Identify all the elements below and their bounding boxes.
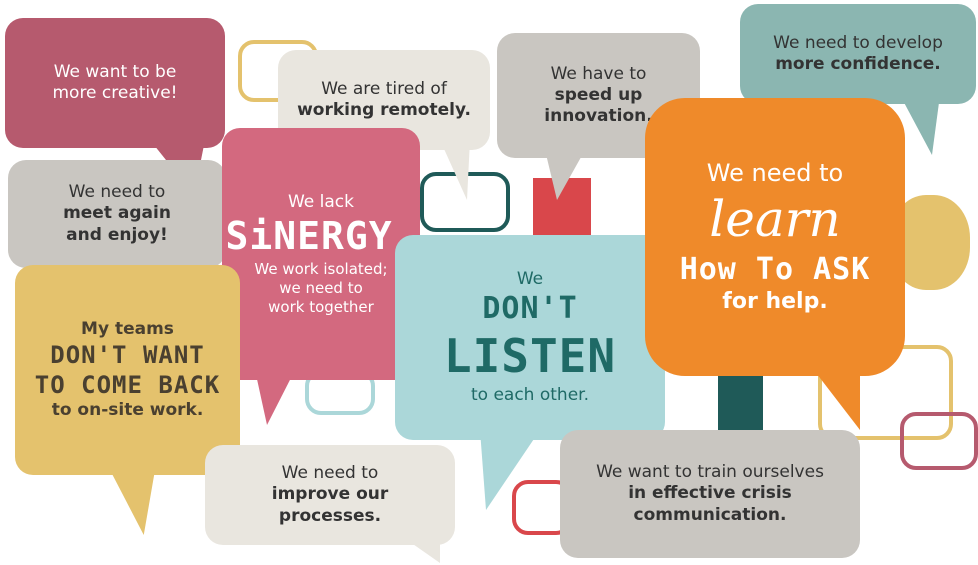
bubble-text: work together bbox=[268, 297, 374, 316]
bubble-text: more creative! bbox=[52, 83, 178, 103]
bubble-meet-again: We need to meet again and enjoy! bbox=[8, 160, 226, 268]
bubble-highlight-text: LISTEN bbox=[443, 328, 617, 383]
bubble-text: and enjoy! bbox=[66, 224, 168, 245]
bubble-tail bbox=[110, 470, 155, 535]
bubble-dont-want-come-back: My teams DON'T WANT TO COME BACK to on-s… bbox=[15, 265, 240, 475]
bubble-more-confidence: We need to develop more confidence. bbox=[740, 4, 976, 104]
bubble-text: We want to be bbox=[53, 61, 177, 82]
bubble-highlight-text: TO COME BACK bbox=[34, 371, 221, 399]
bubble-text: We need to bbox=[281, 463, 379, 484]
bubble-text: processes. bbox=[278, 505, 382, 526]
bubble-lack-synergy: We lack SiNERGY, We work isolated; we ne… bbox=[222, 128, 420, 380]
bubble-text: We want to train ourselves bbox=[596, 462, 824, 483]
bubble-highlight-text: DON'T WANT bbox=[50, 341, 205, 369]
bubble-text: innovation. bbox=[544, 106, 653, 127]
bubble-text: communication. bbox=[633, 504, 787, 525]
bubble-learn-how-to-ask: We need to learn How To ASK for help. bbox=[645, 98, 905, 376]
bubble-tail bbox=[900, 95, 940, 155]
bubble-dont-listen: We DON'T LISTEN to each other. bbox=[395, 235, 665, 440]
bubble-text: more confidence. bbox=[775, 54, 941, 74]
bubble-text: We work isolated; bbox=[254, 260, 388, 279]
bubble-text: to on-site work. bbox=[51, 400, 204, 420]
bubble-highlight-text: DON'T bbox=[482, 291, 578, 326]
bubble-text: My teams bbox=[81, 318, 174, 339]
bubble-text: to each other. bbox=[470, 385, 589, 405]
bubble-highlight-text: SiNERGY, bbox=[225, 213, 417, 258]
bubble-text: We need to bbox=[706, 159, 844, 188]
bubble-highlight-text: learn bbox=[709, 190, 841, 249]
bubble-text: we need to bbox=[279, 279, 363, 297]
bubble-crisis-communication: We want to train ourselves in effective … bbox=[560, 430, 860, 558]
bubble-text: in effective crisis bbox=[628, 483, 792, 504]
bubble-text: We need to bbox=[68, 182, 166, 203]
bubble-text: We are tired of bbox=[321, 78, 447, 99]
bubble-text: working remotely. bbox=[297, 100, 471, 120]
bubble-text: We have to bbox=[550, 63, 647, 84]
decorative-outline-bubble-mauve bbox=[900, 412, 978, 470]
bubble-text: We bbox=[516, 268, 544, 289]
decorative-block-darkteal bbox=[718, 370, 763, 430]
bubble-text: We need to develop bbox=[773, 32, 943, 53]
bubble-text: improve our bbox=[271, 484, 389, 505]
bubble-text: for help. bbox=[722, 289, 828, 315]
bubble-text: meet again bbox=[63, 203, 171, 224]
bubble-improve-processes: We need to improve our processes. bbox=[205, 445, 455, 545]
bubble-more-creative: We want to be more creative! bbox=[5, 18, 225, 148]
bubble-highlight-text: How To ASK bbox=[679, 251, 871, 287]
bubble-text: We lack bbox=[287, 191, 354, 212]
bubble-text: speed up bbox=[554, 84, 643, 105]
